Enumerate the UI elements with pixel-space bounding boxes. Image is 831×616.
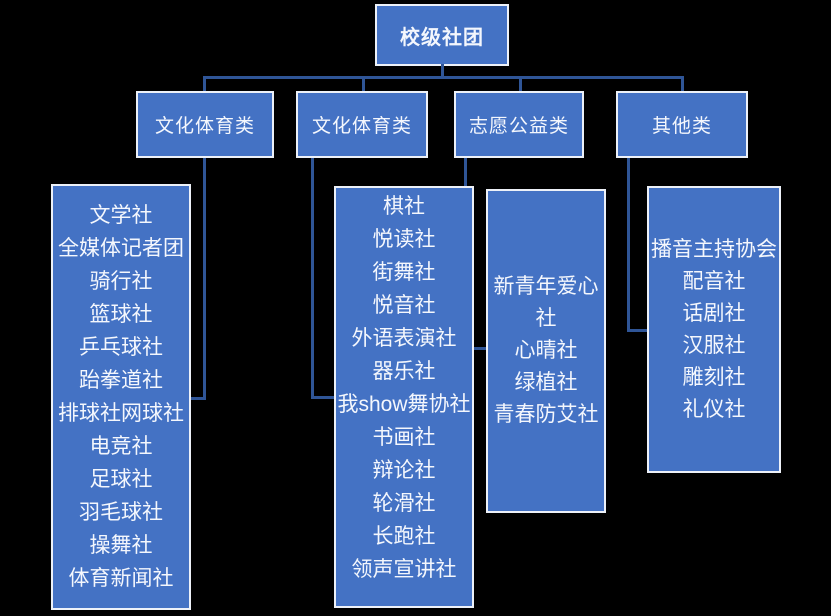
category-label-1: 文化体育类 (154, 116, 255, 137)
club-item: 青春防艾社 (493, 403, 599, 426)
club-item: 心晴社 (514, 339, 578, 362)
club-item: 我show舞协社 (337, 393, 471, 416)
root-node-label: 校级社团 (400, 26, 484, 49)
club-item: 足球社 (89, 468, 153, 491)
club-item: 新青年爱心社 (493, 275, 599, 330)
category-node-3: 志愿公益类 (454, 91, 584, 158)
member-list-3: 新青年爱心社心晴社绿植社青春防艾社 (486, 189, 606, 513)
club-item: 电竞社 (89, 435, 153, 458)
category-node-4: 其他类 (616, 91, 748, 158)
club-item: 雕刻社 (682, 365, 746, 389)
category-label-2: 文化体育类 (311, 116, 412, 137)
club-item: 悦音社 (372, 294, 436, 317)
connector-root-stem (441, 64, 444, 78)
club-item: 辩论社 (372, 459, 436, 482)
club-item: 外语表演社 (351, 327, 457, 350)
club-item: 街舞社 (372, 261, 436, 284)
club-item: 篮球社 (89, 303, 153, 326)
connector-drop-2 (362, 78, 365, 92)
club-item: 文学社 (89, 204, 153, 227)
club-item: 骑行社 (89, 270, 153, 293)
club-item: 跆拳道社 (79, 369, 163, 392)
connector-drop-3 (519, 78, 522, 92)
club-item: 体育新闻社 (68, 567, 174, 590)
connector-cat4-elbow (627, 329, 650, 332)
connector-cat3-elbow (464, 347, 489, 350)
root-node: 校级社团 (375, 4, 509, 66)
category-node-1: 文化体育类 (136, 91, 274, 158)
category-label-3: 志愿公益类 (468, 116, 569, 137)
connector-cat2-elbow (311, 396, 336, 399)
club-item: 棋社 (383, 195, 425, 218)
member-list-4: 播音主持协会配音社话剧社汉服社雕刻社礼仪社 (647, 186, 781, 473)
connector-cat4-vertical (627, 157, 630, 332)
club-item: 羽毛球社 (79, 501, 163, 524)
club-item: 话剧社 (682, 301, 746, 325)
club-item: 悦读社 (372, 228, 436, 251)
club-item: 配音社 (682, 269, 746, 293)
member-list-1: 文学社全媒体记者团骑行社篮球社乒乓球社跆拳道社排球社网球社电竞社足球社羽毛球社操… (51, 184, 191, 610)
club-item: 礼仪社 (682, 397, 746, 421)
connector-cat2-vertical (311, 157, 314, 399)
connector-cat1-elbow (190, 397, 206, 400)
club-item: 排球社网球社 (58, 402, 184, 425)
connector-rail (203, 76, 684, 79)
club-item: 汉服社 (682, 333, 746, 357)
club-item: 领声宣讲社 (351, 558, 457, 581)
club-item: 轮滑社 (372, 492, 436, 515)
club-item: 绿植社 (514, 371, 578, 394)
club-item: 乒乓球社 (79, 336, 163, 359)
category-label-4: 其他类 (651, 116, 712, 137)
club-item: 书画社 (372, 426, 436, 449)
category-node-2: 文化体育类 (296, 91, 428, 158)
member-list-2: 棋社悦读社街舞社悦音社外语表演社器乐社我show舞协社书画社辩论社轮滑社长跑社领… (334, 186, 474, 608)
club-item: 操舞社 (89, 534, 153, 557)
club-item: 全媒体记者团 (58, 237, 184, 260)
connector-drop-4 (681, 78, 684, 92)
club-item: 播音主持协会 (651, 237, 777, 261)
connector-drop-1 (203, 78, 206, 92)
club-item: 长跑社 (372, 525, 436, 548)
club-item: 器乐社 (372, 360, 436, 383)
connector-cat1-vertical (203, 157, 206, 400)
